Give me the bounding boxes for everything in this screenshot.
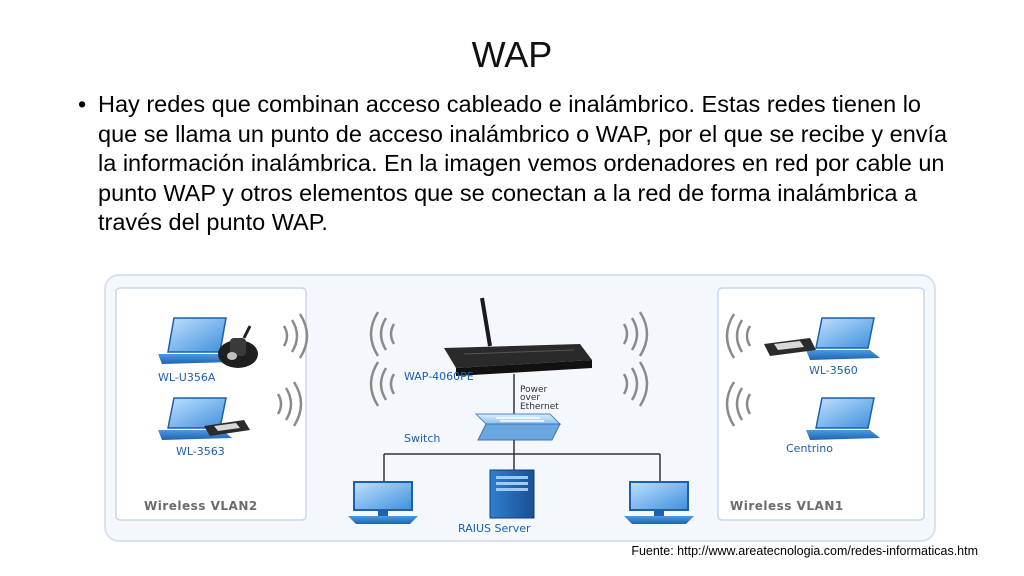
usb-adapter-icon — [218, 325, 258, 368]
poe-label-line1: Power — [520, 385, 548, 395]
wired-connections — [383, 440, 661, 482]
device-label-wl-u356a: WL-U356A — [158, 371, 216, 384]
source-citation: Fuente: http://www.areatecnologia.com/re… — [631, 544, 978, 558]
wireless-access-point-icon — [444, 297, 592, 376]
bullet-text: Hay redes que combinan acceso cableado e… — [98, 91, 948, 235]
slide-title: WAP — [471, 34, 553, 75]
server-icon — [489, 469, 535, 519]
device-label-wl-3560: WL-3560 — [809, 364, 858, 377]
device-label-wap-4060pe: WAP-4060PE — [404, 370, 474, 383]
laptop-icon — [806, 397, 880, 440]
device-label-wl-3563: WL-3563 — [176, 445, 225, 458]
device-label-centrino: Centrino — [786, 442, 833, 455]
bullet-marker: • — [78, 91, 87, 117]
pc-card-icon — [764, 338, 816, 356]
poe-label-line3: Ethernet — [520, 402, 559, 412]
desktop-computer-icon — [348, 481, 418, 524]
desktop-computer-icon — [624, 481, 694, 524]
network-switch-icon — [474, 413, 562, 441]
wireless-signal-icon — [276, 311, 752, 427]
wap-network-diagram: WL-U356A WL-3563 WL-3560 Centrino — [104, 274, 936, 542]
group-label-wireless-vlan2: Wireless VLAN2 — [144, 499, 258, 513]
laptop-icon — [806, 317, 880, 360]
group-label-wireless-vlan1: Wireless VLAN1 — [730, 499, 844, 513]
device-label-raius-server: RAIUS Server — [458, 522, 531, 535]
bullet-paragraph: • Hay redes que combinan acceso cableado… — [78, 90, 948, 238]
pc-card-icon — [204, 420, 250, 436]
device-label-switch: Switch — [404, 432, 440, 445]
poe-label-line2: over — [520, 393, 540, 403]
